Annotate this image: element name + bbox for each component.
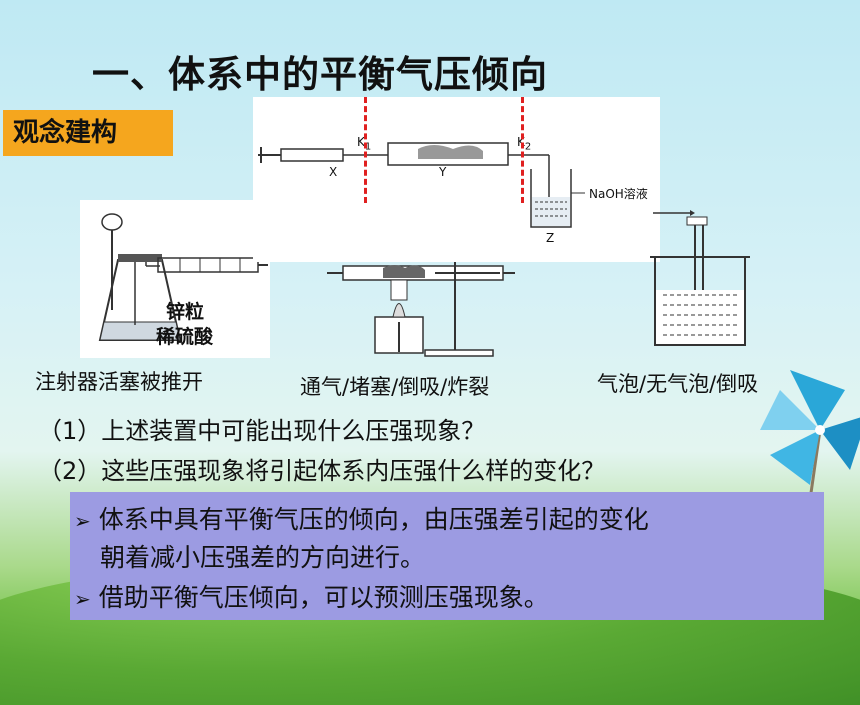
beaker-tube-diagram	[645, 205, 765, 355]
conclusion-box: ➢ 体系中具有平衡气压的倾向，由压强差引起的变化 朝着减小压强差的方向进行。 ➢…	[70, 492, 824, 620]
acid-label: 稀硫酸	[156, 326, 214, 348]
flask-syringe-diagram: 锌粒 稀硫酸	[80, 200, 270, 358]
divider-line-right	[521, 97, 524, 203]
pinwheel-icon	[760, 370, 860, 500]
bullet-icon: ➢	[74, 587, 91, 611]
page-title: 一、体系中的平衡气压倾向	[92, 53, 548, 96]
conclusion-text-2: 朝着减小压强差的方向进行。	[100, 543, 426, 572]
caption-left: 注射器活塞被推开	[35, 370, 203, 394]
zinc-label: 锌粒	[166, 301, 205, 323]
conclusion-line-1: ➢ 体系中具有平衡气压的倾向，由压强差引起的变化	[74, 500, 649, 536]
heated-tube-stand-diagram	[325, 257, 520, 360]
question-1: （1）上述装置中可能出现什么压强现象？	[38, 417, 486, 445]
conclusion-text-1: 体系中具有平衡气压的倾向，由压强差引起的变化	[98, 505, 649, 534]
syringe-tube-beaker-diagram: K1 K2 X Y NaOH溶液 Z	[253, 97, 660, 262]
conclusion-line-2: 朝着减小压强差的方向进行。	[100, 538, 425, 574]
conclusion-line-3: ➢ 借助平衡气压倾向，可以预测压强现象。	[74, 578, 549, 614]
z-label: Z	[546, 231, 555, 245]
y-label: Y	[439, 165, 447, 179]
conclusion-text-3: 借助平衡气压倾向，可以预测压强现象。	[98, 583, 549, 612]
divider-line-left	[364, 97, 367, 203]
bullet-icon: ➢	[74, 509, 91, 533]
k1-label: K1	[357, 135, 372, 153]
caption-middle: 通气/堵塞/倒吸/炸裂	[300, 375, 490, 399]
x-label: X	[329, 165, 338, 179]
question-2: （2）这些压强现象将引起体系内压强什么样的变化？	[38, 457, 606, 485]
naoh-label: NaOH溶液	[589, 187, 648, 201]
caption-right: 气泡/无气泡/倒吸	[597, 372, 759, 396]
concept-tag: 观念建构	[3, 110, 173, 156]
k2-label: K2	[517, 135, 532, 153]
